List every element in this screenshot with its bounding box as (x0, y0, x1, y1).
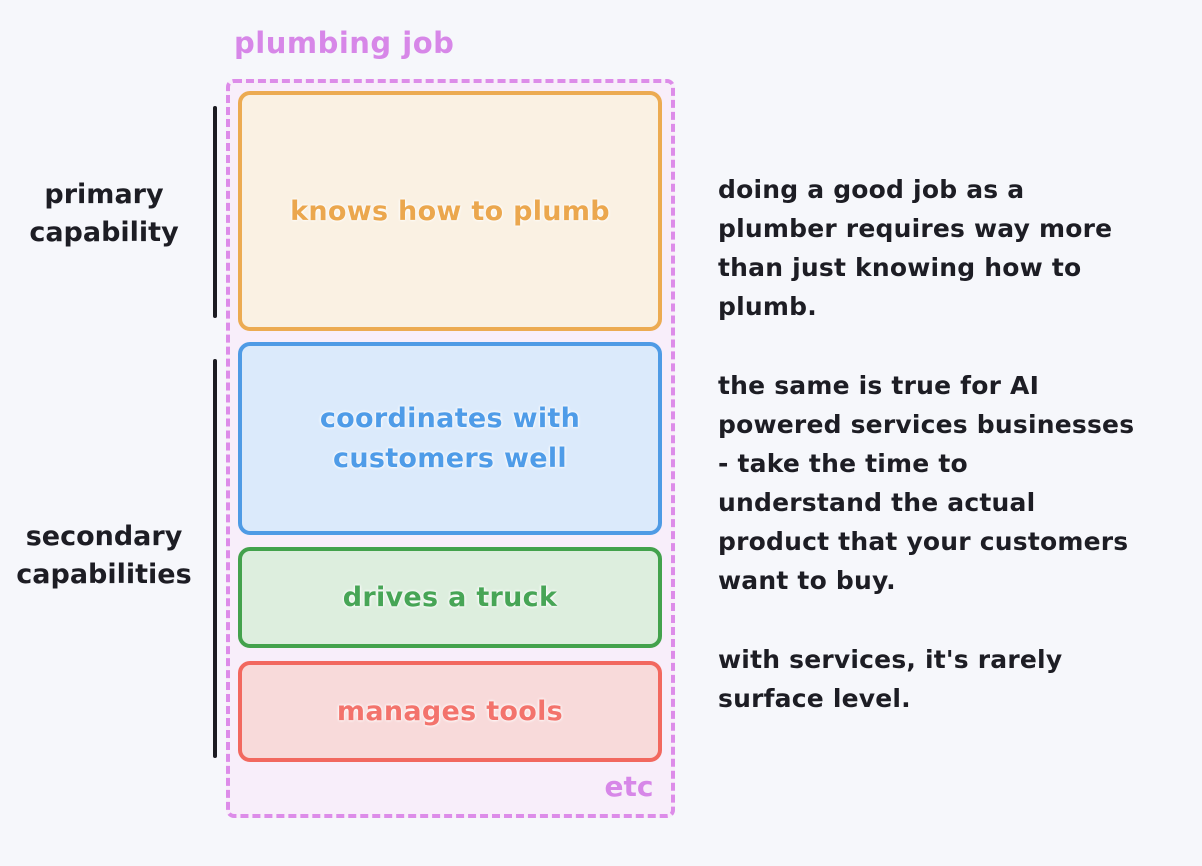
note-paragraph-1: doing a good job as a plumber requires w… (718, 175, 1113, 321)
diagram-title: plumbing job (234, 26, 455, 60)
box-manages-tools: manages tools (238, 661, 662, 762)
box-coordinates-with-customers: coordinates with customers well (238, 342, 662, 535)
notes-column: doing a good job as a plumber requires w… (718, 170, 1202, 758)
box-drives-a-truck: drives a truck (238, 547, 662, 648)
primary-capability-label: primary capability (29, 179, 179, 248)
primary-bracket-line (213, 106, 217, 318)
note-paragraph-3: with services, it's rarely surface level… (718, 645, 1063, 713)
box-knows-how-to-plumb: knows how to plumb (238, 91, 662, 331)
secondary-bracket-line (213, 359, 217, 758)
etc-label: etc (604, 770, 654, 803)
secondary-capabilities-label: secondary capabilities (16, 521, 192, 590)
note-paragraph-2: the same is true for AI powered services… (718, 371, 1135, 595)
